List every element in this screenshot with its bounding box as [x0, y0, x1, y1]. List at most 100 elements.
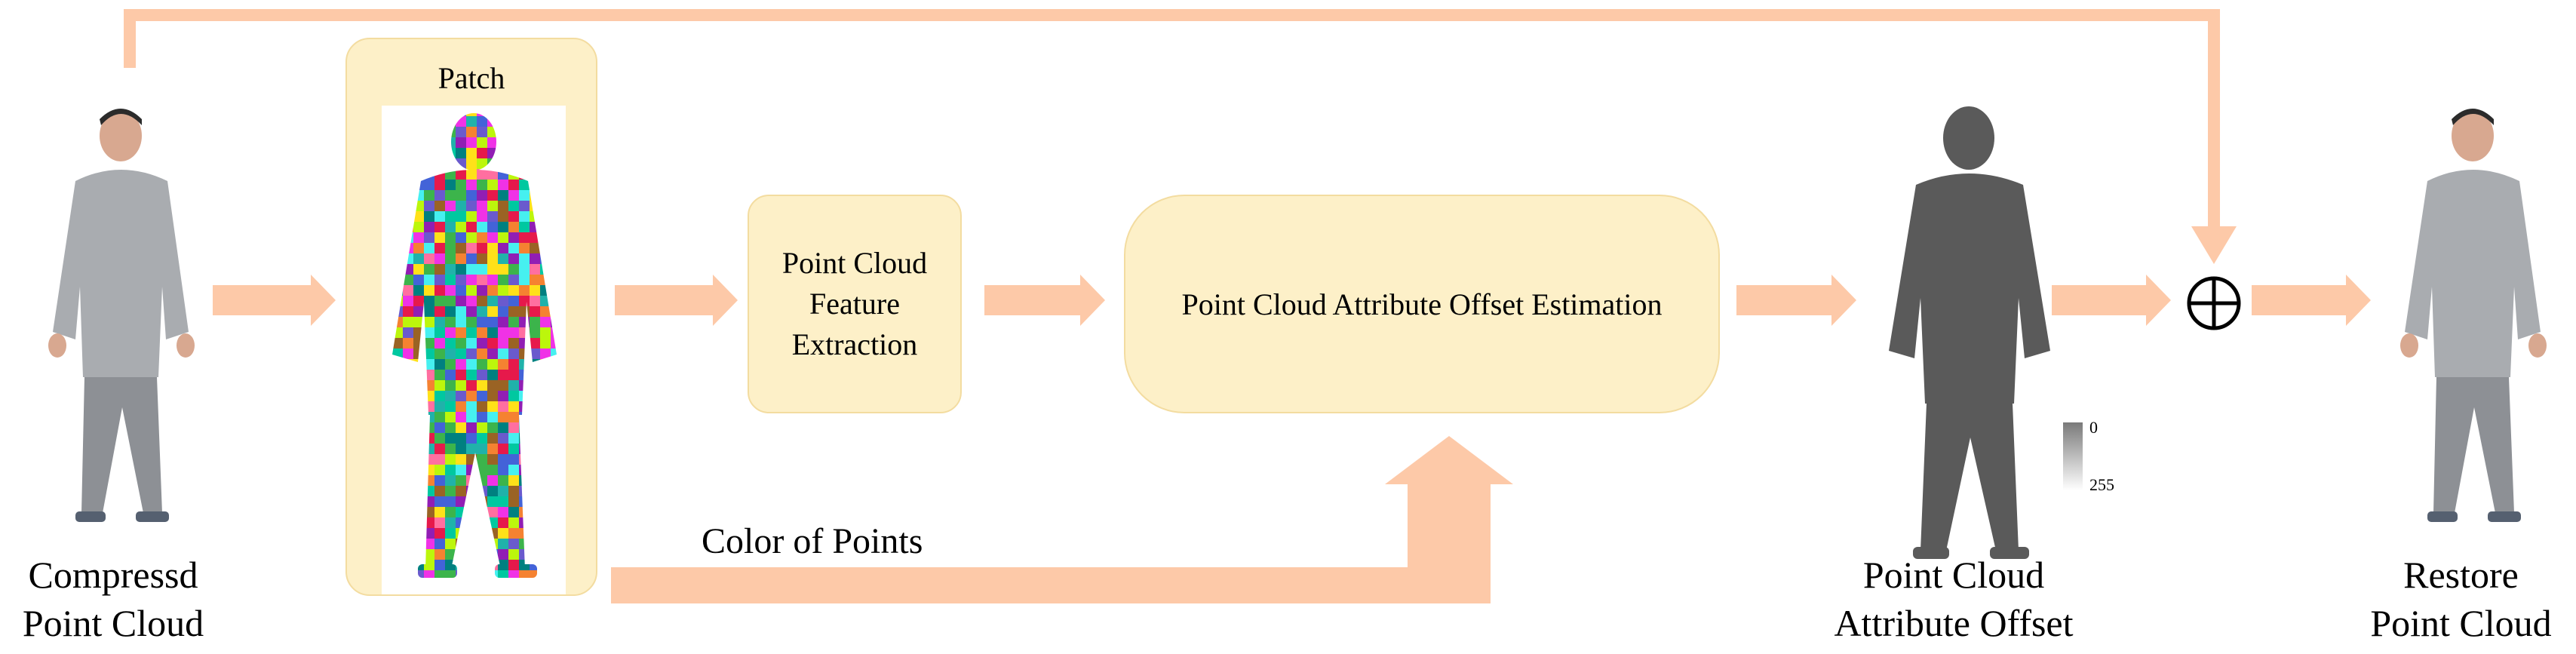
patch-tile	[434, 433, 445, 444]
patch-tile	[477, 253, 487, 264]
patch-tile	[477, 591, 487, 594]
patch-tile	[424, 412, 434, 422]
patch-tile	[434, 253, 445, 264]
patch-tile	[508, 327, 519, 338]
patch-tile	[456, 475, 466, 486]
patch-tile	[424, 306, 434, 317]
patch-tile	[445, 539, 456, 549]
patch-tile	[530, 401, 540, 412]
patch-tile	[551, 158, 557, 169]
patch-tile	[487, 264, 498, 275]
patch-tile	[477, 264, 487, 275]
patch-tile	[403, 549, 413, 560]
patch-tile	[519, 454, 530, 465]
patch-tile	[551, 275, 557, 285]
patch-tile	[413, 549, 424, 560]
patch-tile	[540, 528, 551, 539]
patch-tile	[561, 169, 566, 180]
patch-tile	[413, 465, 424, 475]
patch-tile	[456, 169, 466, 180]
patch-tile	[445, 549, 456, 560]
patch-tile	[434, 591, 445, 594]
patch-tile	[561, 253, 566, 264]
patch-tile	[445, 113, 456, 116]
patch-tile	[403, 539, 413, 549]
patch-tile	[382, 264, 392, 275]
patch-tile	[403, 560, 413, 570]
patch-tile	[424, 264, 434, 275]
patch-tile	[498, 370, 508, 380]
patch-tile	[434, 581, 445, 591]
patch-tile	[477, 201, 487, 211]
patch-tile	[508, 496, 519, 507]
patch-tile	[466, 528, 477, 539]
patch-tile	[392, 433, 403, 444]
patch-tile	[540, 180, 551, 190]
patch-tile	[519, 169, 530, 180]
patch-tile	[456, 180, 466, 190]
patch-tile	[561, 581, 566, 591]
patch-tile	[477, 137, 487, 148]
patch-tile	[456, 232, 466, 243]
patch-tile	[508, 528, 519, 539]
patch-tile	[519, 180, 530, 190]
patch-tile	[392, 232, 403, 243]
patch-tile	[413, 211, 424, 222]
patch-tile	[403, 222, 413, 232]
patch-tile	[392, 359, 403, 370]
patch-tile	[551, 517, 557, 528]
patch-tile	[551, 549, 557, 560]
arrow-adder-to-restore	[2252, 275, 2371, 326]
patch-tile	[413, 570, 424, 578]
patch-tile	[551, 169, 557, 180]
patch-tile	[434, 570, 445, 578]
patch-tile	[487, 127, 498, 137]
scale-min-label: 0	[2089, 418, 2098, 437]
patch-tile	[519, 370, 530, 380]
patch-tile	[487, 359, 498, 370]
patch-tile	[530, 412, 540, 422]
patch-tile	[551, 201, 557, 211]
patch-tile	[498, 243, 508, 253]
patch-tile	[413, 137, 424, 148]
patch-tile	[561, 327, 566, 338]
patch-tile	[466, 401, 477, 412]
patch-tile	[540, 148, 551, 158]
patch-tile	[424, 560, 434, 570]
patch-tile	[382, 549, 392, 560]
patch-tile	[519, 486, 530, 496]
patch-tile	[382, 348, 392, 359]
patch-tile	[530, 243, 540, 253]
patch-tile	[487, 275, 498, 285]
patch-tile	[519, 412, 530, 422]
patch-tile	[392, 549, 403, 560]
patch-tile	[424, 486, 434, 496]
patch-tile	[530, 275, 540, 285]
patch-tile	[477, 327, 487, 338]
patch-tile	[540, 359, 551, 370]
patch-tile	[498, 116, 508, 127]
patch-tile	[561, 391, 566, 401]
patch-tile	[498, 253, 508, 264]
patch-tile	[498, 222, 508, 232]
patch-tile	[498, 528, 508, 539]
patch-tile	[382, 222, 392, 232]
patch-tile	[508, 560, 519, 570]
patch-tile	[508, 137, 519, 148]
patch-tile	[456, 539, 466, 549]
patch-tile	[382, 401, 392, 412]
patch-tile	[466, 180, 477, 190]
patch-tile	[561, 549, 566, 560]
patch-tile	[477, 158, 487, 169]
patch-tile	[413, 528, 424, 539]
patch-tile	[540, 475, 551, 486]
patch-tile	[466, 264, 477, 275]
patch-tile	[466, 422, 477, 433]
patch-tile	[456, 433, 466, 444]
patch-tile	[519, 285, 530, 296]
patch-tile	[498, 412, 508, 422]
patch-tile	[530, 359, 540, 370]
patch-tile	[487, 486, 498, 496]
patch-tile	[456, 306, 466, 317]
patch-tile	[456, 570, 466, 578]
